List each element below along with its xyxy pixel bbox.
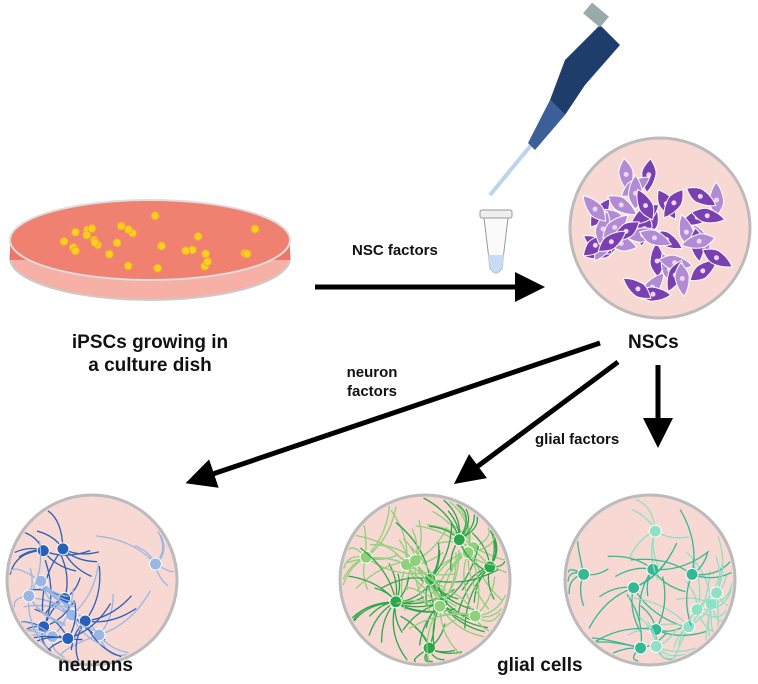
- cell: [629, 498, 690, 581]
- arrow-to-neurons: [185, 340, 601, 488]
- cell: [95, 531, 175, 587]
- nsc-cell: [638, 229, 673, 247]
- colony: [242, 249, 252, 259]
- colony: [70, 246, 80, 256]
- cell: [400, 583, 463, 663]
- cell: [13, 540, 67, 650]
- colony: [193, 231, 203, 241]
- ipsc-label-line1: iPSCs growing in: [71, 332, 229, 353]
- nsc-cell: [636, 188, 655, 221]
- colony: [181, 246, 191, 256]
- glial-factors-label: glial factors: [535, 431, 620, 448]
- nsc-cell: [685, 187, 717, 207]
- culture-dish-icon: [9, 199, 291, 301]
- cell: [423, 497, 485, 571]
- cell: [408, 549, 507, 632]
- tube-icon: [479, 209, 513, 274]
- glial-cells-label: glial cells: [497, 655, 583, 676]
- colony: [59, 236, 69, 246]
- cell: [9, 568, 77, 614]
- colony: [70, 227, 80, 237]
- colony: [153, 263, 163, 273]
- nsc-factors-label: NSC factors: [352, 242, 438, 259]
- colony: [112, 238, 122, 248]
- cell: [638, 616, 696, 660]
- ipsc-label-line2: a culture dish: [88, 355, 212, 376]
- colony: [123, 224, 133, 234]
- colony: [123, 261, 133, 271]
- cell: [677, 536, 729, 646]
- neuron-circle: [5, 493, 179, 667]
- nsc-cell: [701, 248, 733, 268]
- cell: [36, 510, 100, 614]
- glial-cells-green: [342, 497, 507, 663]
- nsc-cells: [582, 157, 733, 302]
- neurons-label: neurons: [58, 655, 133, 676]
- nsc-cell: [680, 233, 716, 249]
- cell: [70, 565, 137, 662]
- colony: [203, 257, 213, 267]
- nsc-cell: [674, 261, 690, 298]
- cell: [567, 540, 609, 607]
- colony: [82, 230, 92, 240]
- neuron-cells: [9, 510, 175, 662]
- cell: [630, 509, 732, 627]
- nsc-cell: [663, 188, 684, 219]
- colony: [157, 241, 167, 251]
- colony: [104, 249, 114, 259]
- pipette-icon: [488, 2, 620, 197]
- colony: [201, 249, 211, 259]
- colony: [90, 238, 100, 248]
- colony: [87, 224, 97, 234]
- nsc-cell: [690, 207, 726, 224]
- neuron-factors-line1: neuron: [346, 364, 398, 381]
- colony: [150, 211, 160, 221]
- cell: [395, 545, 485, 663]
- cell: [342, 506, 425, 590]
- colony: [116, 221, 126, 231]
- nsc-cell: [582, 194, 607, 222]
- glial-cells-teal: [567, 498, 733, 662]
- nsc-cell: [622, 277, 652, 299]
- colony: [250, 224, 260, 234]
- ipsc-colonies: [59, 211, 260, 273]
- nsc-cell: [597, 230, 627, 252]
- nscs-label: NSCs: [628, 332, 679, 353]
- arrow-to-glia-1: [453, 359, 620, 484]
- neuron-factors-line2: factors: [346, 383, 398, 400]
- cell: [348, 547, 425, 661]
